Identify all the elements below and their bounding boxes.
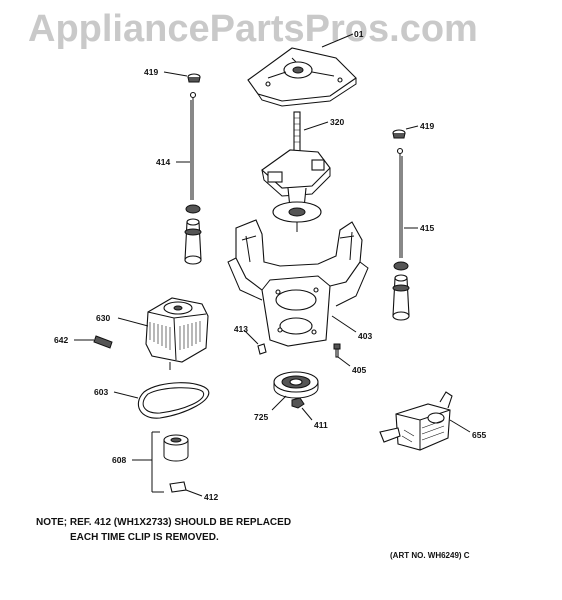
leader-603 <box>113 391 139 399</box>
part-320-transmission[interactable] <box>261 111 331 232</box>
leader-630 <box>117 317 149 327</box>
leader-412 <box>185 489 203 497</box>
callout-414: 414 <box>156 157 170 167</box>
callout-725: 725 <box>254 412 268 422</box>
callout-655: 655 <box>472 430 486 440</box>
callout-412: 412 <box>204 492 218 502</box>
callout-01: 01 <box>354 29 364 39</box>
callout-415: 415 <box>420 223 434 233</box>
leader-655 <box>449 419 471 433</box>
callout-630: 630 <box>96 313 110 323</box>
part-01-cover[interactable] <box>247 47 357 107</box>
leader-419-right <box>405 125 419 130</box>
leader-725 <box>271 395 287 411</box>
leader-411 <box>301 407 313 421</box>
callout-419-left: 419 <box>144 67 158 77</box>
callout-413: 413 <box>234 324 248 334</box>
replacement-note: NOTE; REF. 412 (WH1X2733) SHOULD BE REPL… <box>36 515 291 545</box>
leader-01 <box>321 33 354 48</box>
part-413-screw[interactable] <box>257 343 267 355</box>
callout-419-right: 419 <box>420 121 434 131</box>
part-419-cap-right[interactable] <box>392 129 406 139</box>
note-line-2: EACH TIME CLIP IS REMOVED. <box>70 532 219 543</box>
note-line-1: NOTE; REF. 412 (WH1X2733) SHOULD BE REPL… <box>36 517 292 528</box>
part-415-suspension-rod-right[interactable] <box>392 147 410 321</box>
part-630-motor[interactable] <box>145 297 209 370</box>
part-403-base-frame[interactable] <box>227 219 369 347</box>
part-608-motor-pulley[interactable] <box>163 434 189 462</box>
part-725-pulley[interactable] <box>273 371 319 399</box>
part-405-bolt[interactable] <box>333 343 341 358</box>
part-655-pump[interactable] <box>379 391 453 451</box>
callout-642: 642 <box>54 335 68 345</box>
leader-320 <box>303 121 329 131</box>
watermark: AppliancePartsPros.com <box>28 8 478 50</box>
part-414-suspension-rod-left[interactable] <box>184 91 202 265</box>
leader-413 <box>243 329 259 345</box>
callout-320: 320 <box>330 117 344 127</box>
leader-405 <box>337 356 351 367</box>
callout-603: 603 <box>94 387 108 397</box>
leader-608 <box>132 431 164 493</box>
leader-419-left <box>163 71 188 77</box>
part-642-clip[interactable] <box>93 335 113 349</box>
callout-411: 411 <box>314 420 328 430</box>
part-412-retaining-clip[interactable] <box>169 481 187 493</box>
callout-608: 608 <box>112 455 126 465</box>
leader-403 <box>331 315 357 333</box>
part-603-belt[interactable] <box>137 382 210 419</box>
part-419-cap-left[interactable] <box>187 73 201 83</box>
part-411-nut[interactable] <box>291 397 305 409</box>
callout-403: 403 <box>358 331 372 341</box>
art-number: (ART NO. WH6249) C <box>390 551 470 560</box>
callout-405: 405 <box>352 365 366 375</box>
